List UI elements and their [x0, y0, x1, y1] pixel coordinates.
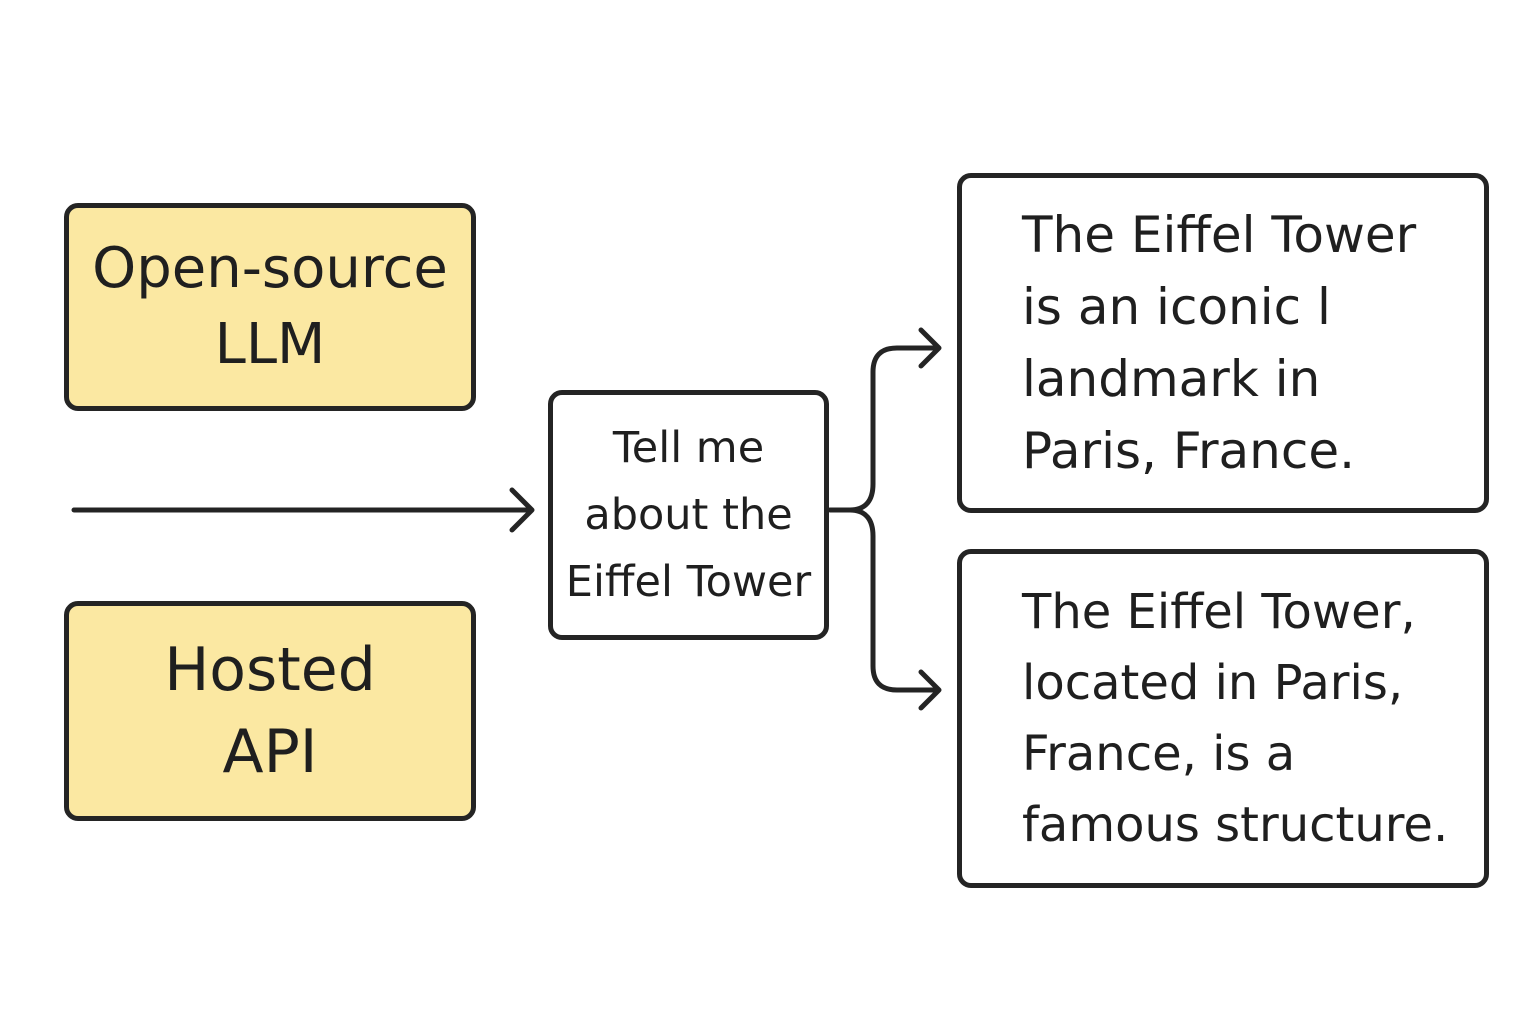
response-2-line-3: France, is a — [1022, 725, 1296, 782]
hosted-api-box: Hosted API — [64, 601, 476, 821]
response-2-line-2: located in Paris, — [1022, 654, 1404, 711]
arrowhead-response-1 — [918, 327, 942, 369]
branch-to-response-1 — [847, 345, 940, 513]
response-1-line-3: landmark in — [1022, 350, 1321, 408]
open-source-llm-label-line-2: LLM — [214, 312, 326, 377]
input-arrowhead — [509, 487, 535, 533]
prompt-line-2: about the — [584, 489, 793, 540]
branch-to-response-2 — [847, 507, 940, 693]
prompt-line-1: Tell me — [612, 422, 765, 473]
response-2-line-4: famous structure. — [1022, 796, 1449, 853]
response-1-line-4: Paris, France. — [1022, 422, 1355, 480]
response-2-box: The Eiffel Tower, located in Paris, Fran… — [957, 549, 1489, 888]
response-1-line-2: is an iconic l — [1022, 278, 1331, 336]
prompt-box: Tell me about the Eiffel Tower — [548, 390, 829, 640]
response-1-box: The Eiffel Tower is an iconic l landmark… — [957, 173, 1489, 513]
hosted-api-label-line-2: API — [222, 717, 318, 787]
prompt-line-3: Eiffel Tower — [565, 556, 812, 607]
hosted-api-label-line-1: Hosted — [164, 635, 376, 705]
open-source-llm-box: Open-source LLM — [64, 203, 476, 411]
open-source-llm-label-line-1: Open-source — [92, 236, 448, 301]
arrowhead-response-2 — [918, 669, 942, 711]
response-2-line-1: The Eiffel Tower, — [1022, 583, 1416, 640]
response-1-line-1: The Eiffel Tower — [1022, 206, 1417, 264]
